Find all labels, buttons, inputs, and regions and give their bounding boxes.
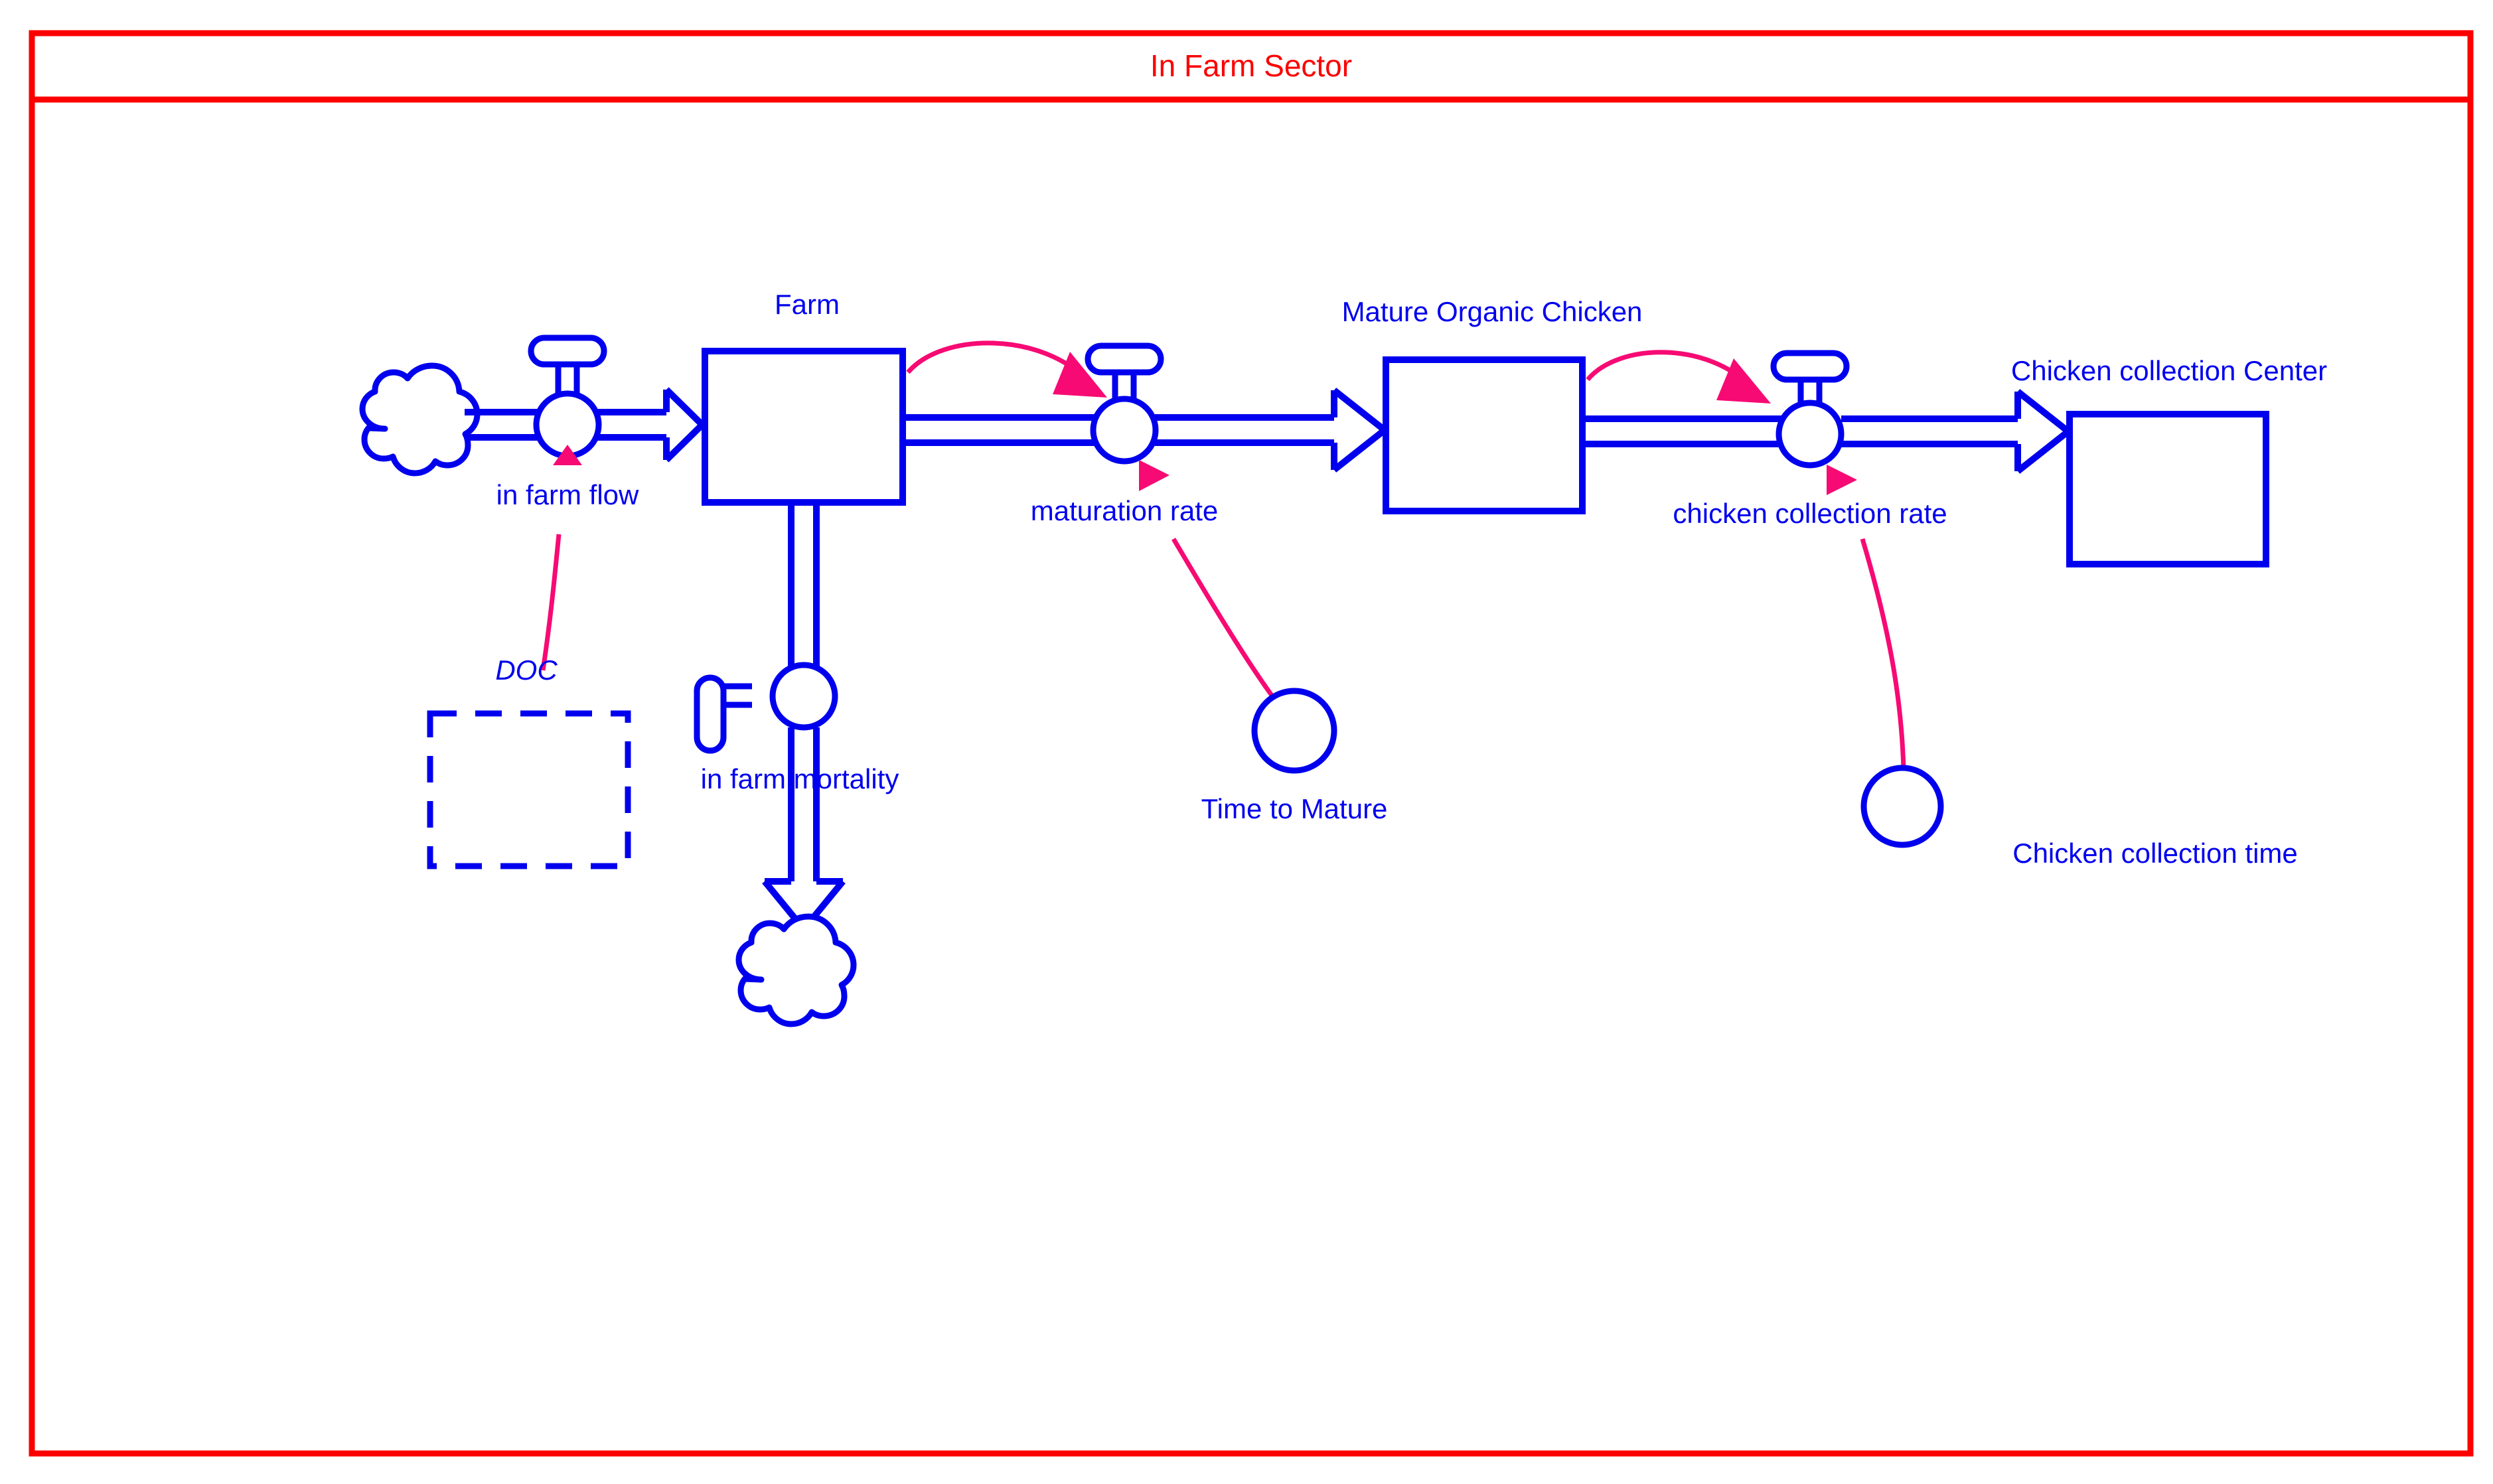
sector-title: In Farm Sector bbox=[1150, 48, 1352, 83]
valve-body-chicken-collection-rate bbox=[1775, 400, 1845, 469]
valve-in-farm-flow[interactable] bbox=[528, 334, 607, 459]
valve-maturation-rate[interactable] bbox=[1085, 342, 1164, 465]
causal-link-time-to-mature-to-maturation-rate bbox=[1171, 538, 1280, 705]
shadow-variable-label-doc: DOC bbox=[495, 654, 558, 686]
stock-label-farm: Farm bbox=[775, 289, 840, 320]
causal-link-doc-to-in-farm-flow bbox=[540, 534, 562, 671]
flow-arrow-in-farm-flow bbox=[597, 387, 708, 463]
causal-arrowhead-doc-to-in-farm-flow bbox=[553, 445, 582, 465]
auxiliary-label-chicken-collection-time: Chicken collection time bbox=[2012, 838, 2298, 869]
causal-link-cct-to-chicken-collection-rate bbox=[1860, 538, 1906, 771]
valve-body-maturation-rate bbox=[1090, 396, 1159, 465]
sector-outer-border bbox=[29, 30, 2474, 1457]
valve-handle-chicken-collection-rate bbox=[1770, 350, 1850, 383]
flow-label-chicken-collection-rate: chicken collection rate bbox=[1673, 498, 1947, 529]
flow-label-in-farm-flow: in farm flow bbox=[496, 479, 639, 510]
source-cloud-icon bbox=[362, 366, 477, 473]
auxiliary-label-time-to-mature: Time to Mature bbox=[1201, 793, 1388, 824]
auxiliary-circle-chicken-collection-time[interactable] bbox=[1860, 765, 1944, 848]
causal-arrowhead-cct-to-chicken-collection-rate bbox=[1827, 465, 1857, 495]
sink-cloud-icon bbox=[739, 917, 854, 1024]
pipe-farm-to-maturation-rate bbox=[903, 414, 1096, 446]
stock-label-chicken-collection-center: Chicken collection Center bbox=[2011, 355, 2327, 386]
valve-body-in-farm-mortality bbox=[769, 662, 838, 731]
flow-arrow-in-farm-mortality bbox=[762, 727, 846, 934]
valve-handle-in-farm-mortality bbox=[694, 674, 727, 754]
valve-handle-in-farm-flow bbox=[528, 334, 607, 368]
flow-arrow-maturation-rate bbox=[1155, 388, 1391, 473]
valve-handle-maturation-rate bbox=[1085, 342, 1164, 376]
flow-label-maturation-rate: maturation rate bbox=[1031, 495, 1218, 526]
pipe-moc-to-chicken-collection-rate bbox=[1582, 415, 1784, 447]
stock-box-chicken-collection-center[interactable] bbox=[2066, 411, 2269, 567]
stock-label-mature-organic-chicken: Mature Organic Chicken bbox=[1342, 296, 1643, 327]
flow-label-in-farm-mortality: in farm mortality bbox=[701, 763, 899, 794]
sector-frame bbox=[29, 30, 2474, 1457]
valve-in-farm-mortality[interactable] bbox=[694, 662, 838, 754]
stock-box-farm[interactable] bbox=[702, 348, 906, 506]
stock-box-mature-organic-chicken[interactable] bbox=[1383, 356, 1586, 514]
causal-arrowhead-time-to-mature-to-maturation-rate bbox=[1139, 460, 1170, 491]
valve-chicken-collection-rate[interactable] bbox=[1770, 350, 1850, 469]
pipe-farm-to-in-farm-mortality bbox=[788, 502, 820, 670]
flow-arrow-chicken-collection-rate bbox=[1841, 389, 2074, 474]
auxiliary-circle-time-to-mature[interactable] bbox=[1251, 688, 1337, 774]
causal-arrowhead-moc-to-chicken-collection-rate bbox=[1716, 358, 1771, 404]
shadow-variable-box-doc[interactable] bbox=[427, 710, 631, 869]
causal-arrowhead-farm-to-maturation-rate bbox=[1053, 352, 1107, 398]
